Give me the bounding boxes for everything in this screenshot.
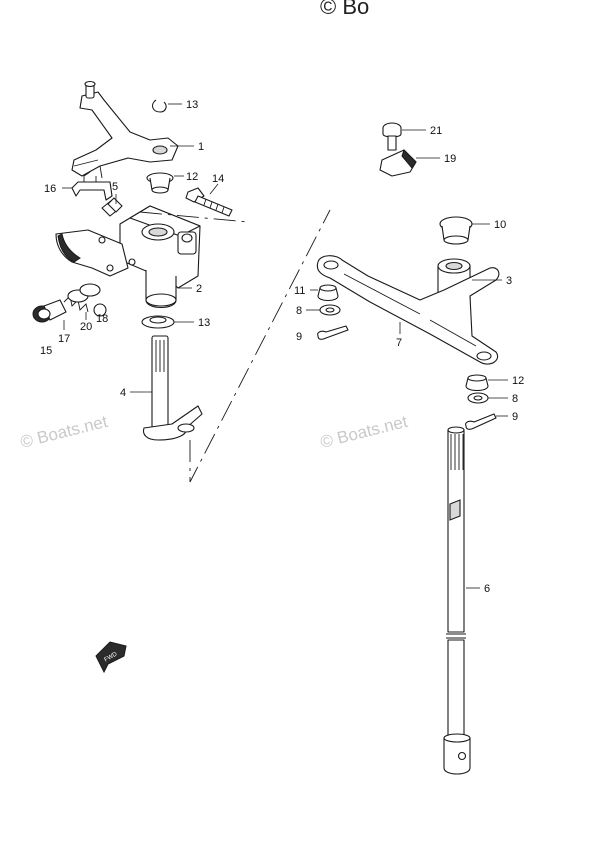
part-13-circlip-top[interactable]	[151, 99, 167, 113]
part-19-clamp[interactable]	[379, 149, 417, 177]
part-14-bolt[interactable]	[185, 187, 233, 217]
callout-11: 11	[294, 285, 305, 297]
callout-15: 15	[40, 345, 52, 357]
part-13-washer[interactable]	[141, 315, 175, 329]
callout-12-left: 12	[186, 171, 198, 183]
part-4-shift-shaft[interactable]	[142, 335, 203, 441]
callout-9-right: 9	[512, 411, 518, 423]
callout-5: 5	[112, 181, 118, 193]
part-12-bushing-right[interactable]	[465, 374, 489, 392]
fwd-arrow-icon: FWD	[95, 641, 127, 674]
part-16-clip[interactable]	[71, 171, 113, 201]
part-9-cotter-pin-right[interactable]	[465, 413, 497, 430]
callout-19: 19	[444, 153, 456, 165]
callout-2: 2	[196, 283, 202, 295]
callout-16: 16	[44, 183, 56, 195]
part-8-washer-right[interactable]	[467, 392, 489, 404]
watermark-top: © Bo	[320, 0, 369, 19]
callout-14: 14	[212, 173, 224, 185]
callout-12-right: 12	[512, 375, 524, 387]
callout-7: 7	[396, 337, 402, 349]
part-5-fitting[interactable]	[101, 197, 123, 217]
callout-17: 17	[58, 333, 70, 345]
callouts: 13 1 12 16 5 14 2 13 15 17 20 18 4	[40, 99, 524, 595]
part-9-cotter-pin-left[interactable]	[317, 325, 349, 340]
part-1-shift-arm[interactable]	[71, 80, 179, 179]
callout-9-left: 9	[296, 331, 302, 343]
callout-4: 4	[120, 387, 126, 399]
callout-10: 10	[494, 219, 506, 231]
part-8-washer-left[interactable]	[319, 304, 341, 316]
watermark-left: © Boats.net	[18, 412, 109, 452]
callout-1: 1	[198, 141, 204, 153]
part-2-shift-housing[interactable]	[55, 205, 201, 309]
callout-21: 21	[430, 125, 442, 137]
callout-13-lower: 13	[198, 317, 210, 329]
part-7-link-arm[interactable]	[316, 255, 500, 365]
part-6-shift-rod[interactable]	[443, 426, 471, 775]
callout-8-left: 8	[296, 305, 302, 317]
callout-3: 3	[506, 275, 512, 287]
watermark-right: © Boats.net	[318, 412, 409, 452]
part-21-bolt[interactable]	[382, 122, 402, 151]
callout-6: 6	[484, 583, 490, 595]
part-10-plug[interactable]	[439, 216, 473, 245]
callout-18: 18	[96, 313, 108, 325]
callout-20: 20	[80, 321, 92, 333]
part-15-17-plug[interactable]	[32, 299, 67, 323]
callout-13-top: 13	[186, 99, 198, 111]
part-12-bushing-left[interactable]	[146, 172, 174, 194]
assembly-guide-lines	[139, 209, 331, 483]
part-11-nut[interactable]	[317, 284, 339, 302]
part-20-spring[interactable]	[63, 283, 101, 313]
callout-8-right: 8	[512, 393, 518, 405]
